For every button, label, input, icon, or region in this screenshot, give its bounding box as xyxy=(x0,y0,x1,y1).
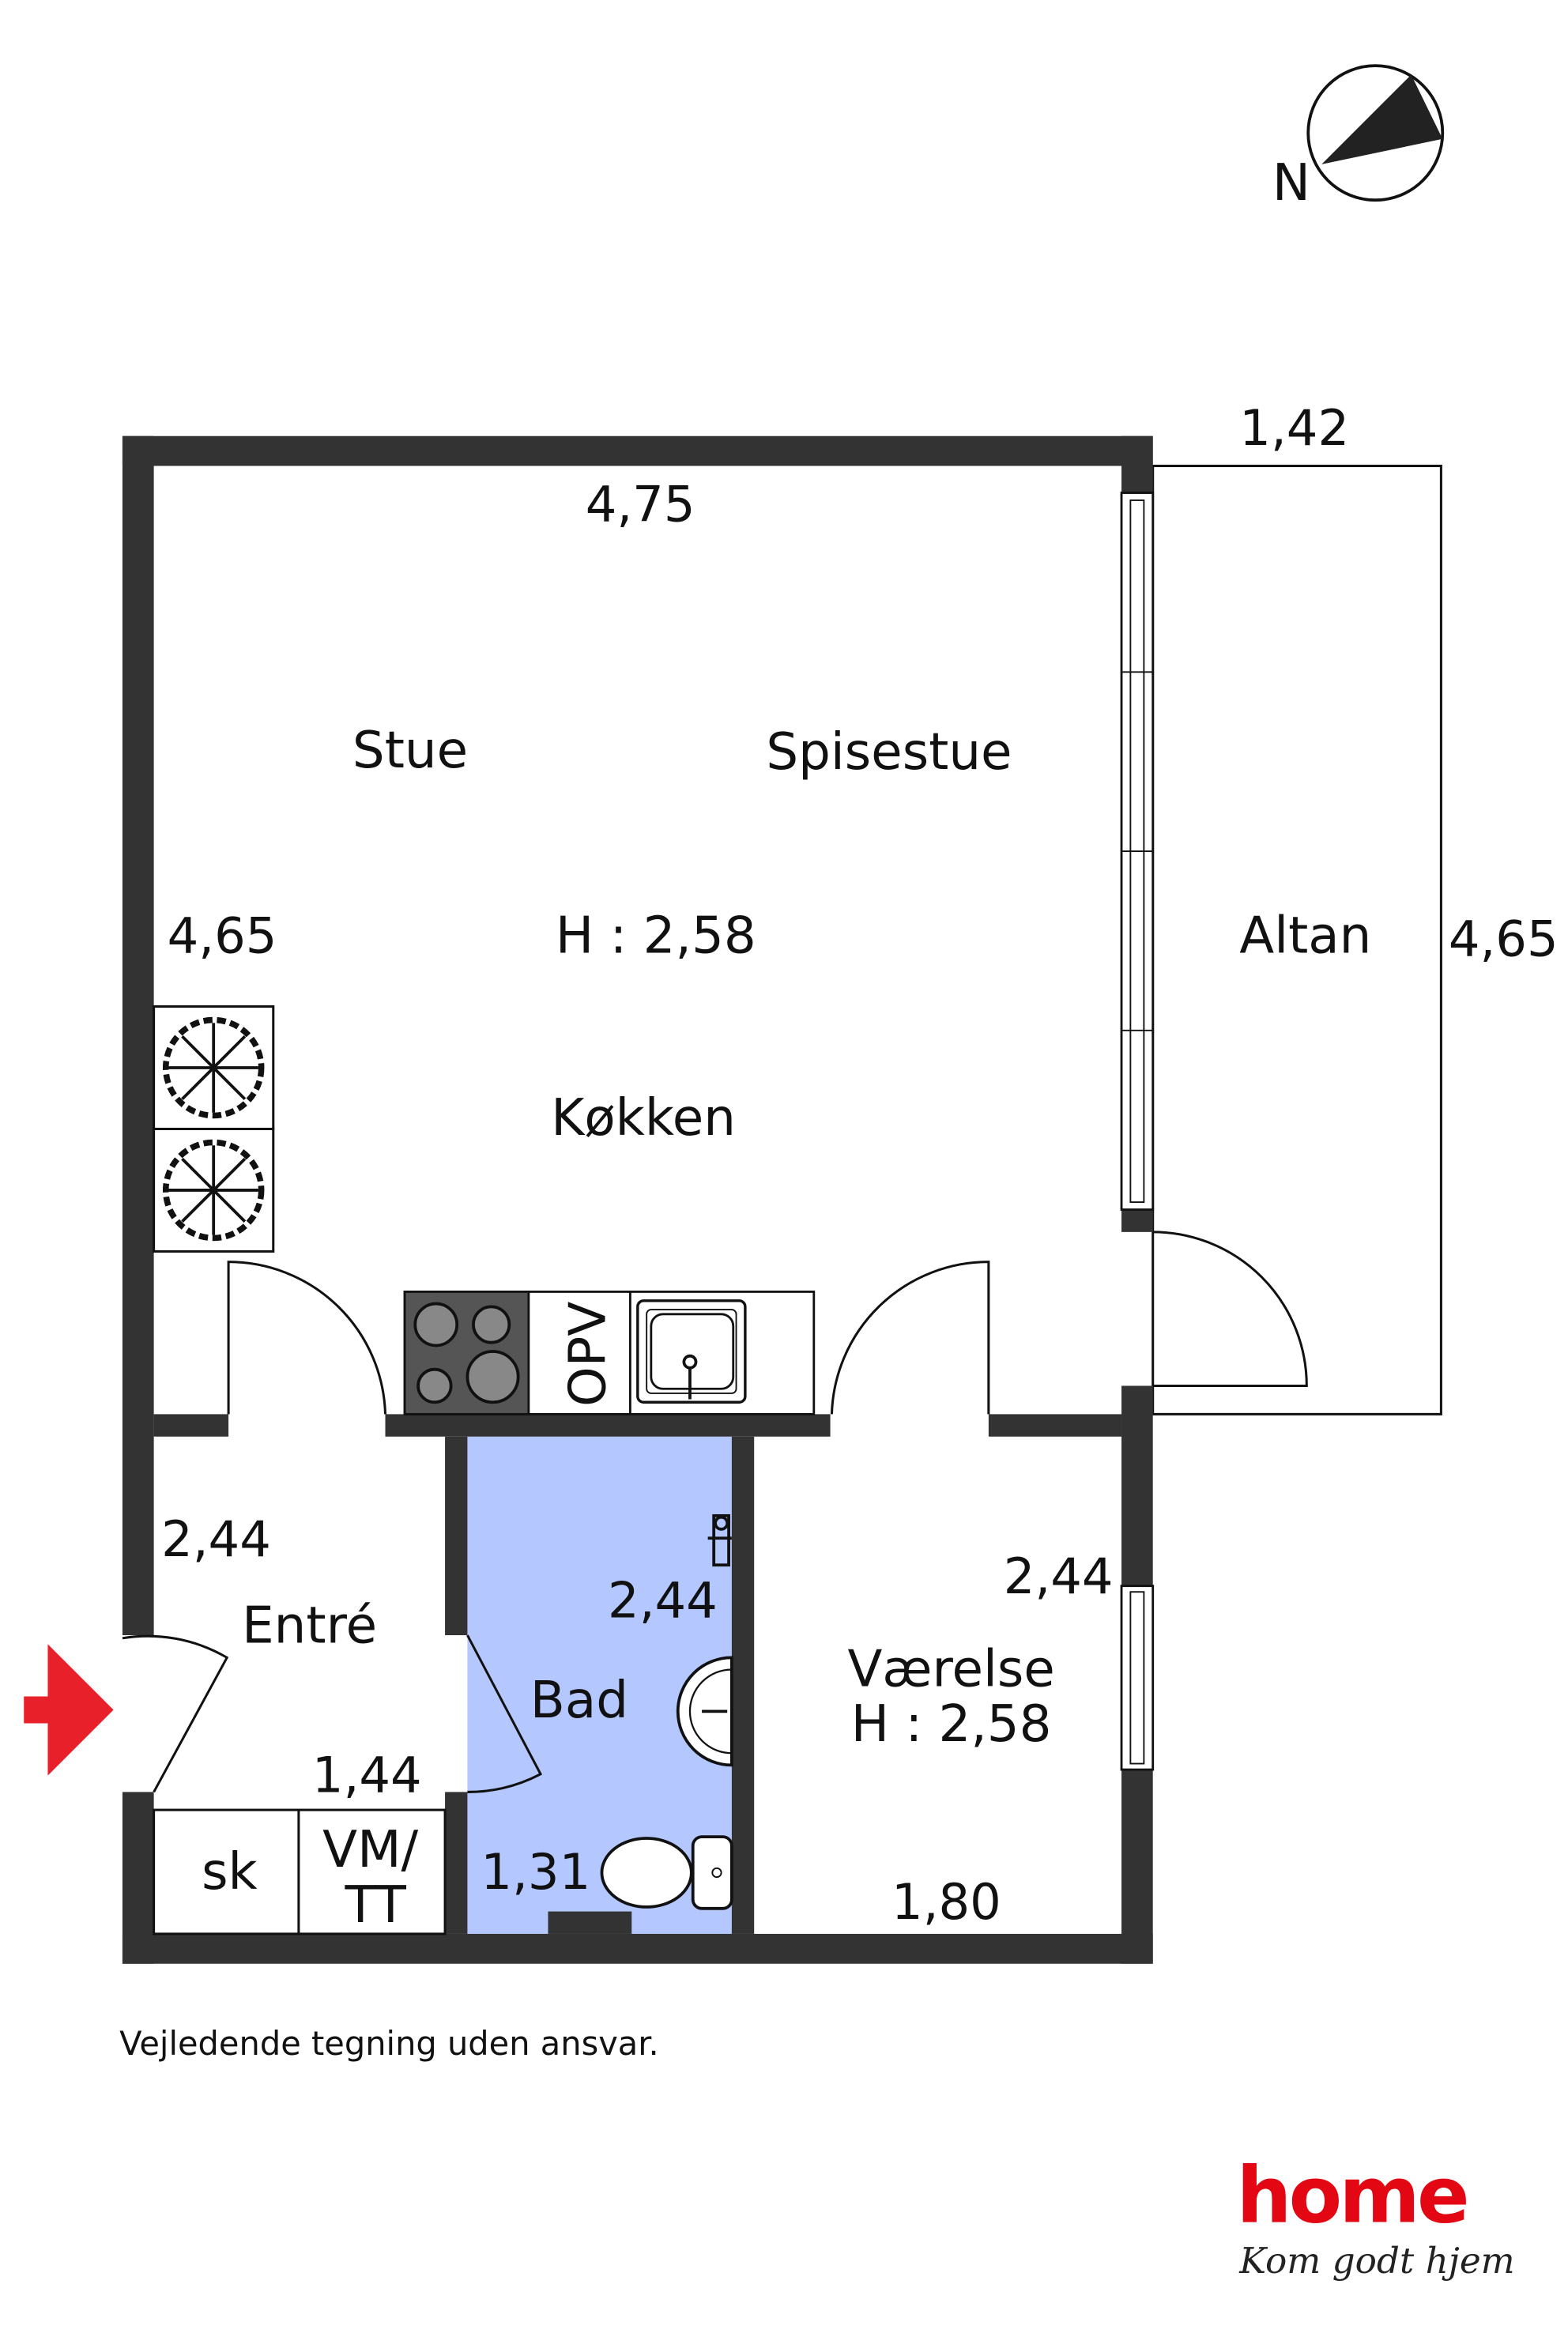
door-entre-living xyxy=(227,1261,387,1415)
dim-bad-depth: 2,44 xyxy=(608,1571,718,1629)
door-bathroom xyxy=(466,1634,543,1793)
room-label-entre: Entré xyxy=(242,1596,377,1655)
ceiling-height-main: H : 2,58 xyxy=(556,906,756,966)
dim-main-depth: 4,65 xyxy=(168,907,277,965)
dim-altan-depth: 4,65 xyxy=(1449,910,1559,967)
door-bedroom xyxy=(830,1261,990,1415)
dim-vaerelse-depth: 2,44 xyxy=(1004,1547,1114,1605)
closets xyxy=(153,1808,447,1936)
room-label-altan: Altan xyxy=(1239,906,1371,966)
toilet-icon xyxy=(600,1835,733,1910)
window-living xyxy=(1120,492,1155,1211)
dim-entre-depth: 2,44 xyxy=(161,1510,271,1568)
bathroom-fixtures xyxy=(600,1513,733,1910)
logo-tagline: Kom godt hjem xyxy=(1238,2240,1514,2282)
kitchen-counter: OPV xyxy=(403,1291,816,1415)
compass-icon: N xyxy=(1272,64,1445,213)
home-logo: home Kom godt hjem xyxy=(1237,2151,1515,2282)
entry-arrow-icon xyxy=(24,1644,114,1776)
closet-label-vm: VM/ xyxy=(322,1820,418,1879)
ceiling-height-vaerelse: H : 2,58 xyxy=(851,1694,1052,1754)
dim-altan-width: 1,42 xyxy=(1239,399,1349,457)
walls xyxy=(122,435,1153,1964)
room-label-stue: Stue xyxy=(352,721,468,780)
closet-label-sk: sk xyxy=(202,1842,258,1902)
closet-label-tt: TT xyxy=(344,1875,406,1935)
room-label-bad: Bad xyxy=(530,1671,628,1730)
compass-north-label: N xyxy=(1272,153,1310,213)
shower-icon xyxy=(707,1513,732,1567)
window-bedroom xyxy=(1120,1585,1155,1771)
room-label-vaerelse: Værelse xyxy=(847,1639,1054,1698)
wardrobe-units xyxy=(153,1005,275,1253)
dim-bad-width: 1,31 xyxy=(481,1843,590,1901)
dim-main-width: 4,75 xyxy=(586,475,695,533)
room-label-spisestue: Spisestue xyxy=(766,722,1012,782)
dim-entre-width: 1,44 xyxy=(312,1746,422,1804)
sink-icon xyxy=(636,1299,747,1404)
logo-brand: home xyxy=(1237,2151,1467,2241)
door-entry xyxy=(122,1634,229,1793)
dim-vaerelse-width: 1,80 xyxy=(891,1873,1001,1931)
door-balcony xyxy=(1152,1231,1308,1387)
dishwasher-label: OPV xyxy=(558,1302,617,1407)
room-label-koekken: Køkken xyxy=(551,1088,736,1148)
disclaimer-text: Vejledende tegning uden ansvar. xyxy=(119,2024,659,2063)
